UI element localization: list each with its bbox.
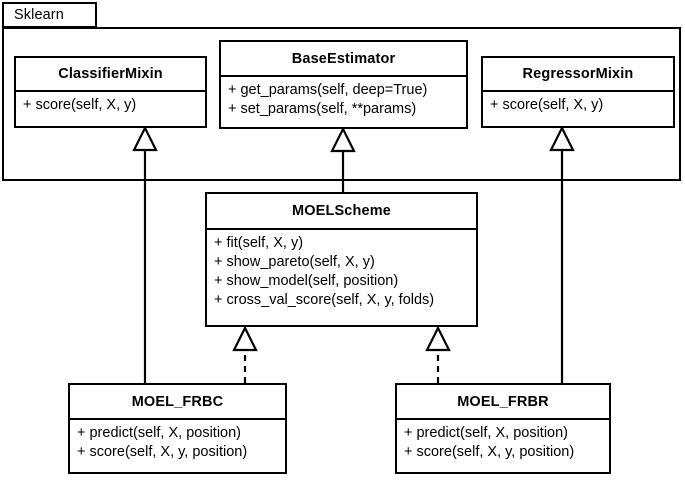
package-name-text: Sklearn <box>14 7 64 23</box>
class-operations-baseestimator: + get_params(self, deep=True) + set_para… <box>221 77 466 123</box>
class-operations-regressormixin: + score(self, X, y) <box>483 92 673 119</box>
class-name-moel-frbr: MOEL_FRBR <box>397 385 609 420</box>
class-name-regressormixin: RegressorMixin <box>483 58 673 92</box>
operation-item: + get_params(self, deep=True) <box>228 82 428 98</box>
class-name-classifiermixin: ClassifierMixin <box>16 58 205 92</box>
class-name-moel-frbc: MOEL_FRBC <box>70 385 285 420</box>
class-box-moel-frbc[interactable]: MOEL_FRBC + predict(self, X, position) +… <box>68 383 287 474</box>
class-operations-classifiermixin: + score(self, X, y) <box>16 92 205 119</box>
class-box-regressormixin[interactable]: RegressorMixin + score(self, X, y) <box>481 56 675 128</box>
class-operations-moel-frbr: + predict(self, X, position) + score(sel… <box>397 420 609 466</box>
operation-item: + cross_val_score(self, X, y, folds) <box>214 292 435 308</box>
edge-moelscheme-moelfrbr <box>425 325 451 383</box>
operation-item: + show_model(self, position) <box>214 273 399 289</box>
operation-item: + predict(self, X, position) <box>404 425 569 441</box>
class-box-baseestimator[interactable]: BaseEstimator + get_params(self, deep=Tr… <box>219 40 468 129</box>
operation-item: + score(self, X, y, position) <box>404 444 575 460</box>
class-box-moelscheme[interactable]: MOELScheme + fit(self, X, y) + show_pare… <box>205 192 478 327</box>
operation-item: + set_params(self, **params) <box>228 101 417 117</box>
class-box-moel-frbr[interactable]: MOEL_FRBR + predict(self, X, position) +… <box>395 383 611 474</box>
class-operations-moel-frbc: + predict(self, X, position) + score(sel… <box>70 420 285 466</box>
operation-item: + score(self, X, y) <box>490 97 604 113</box>
operation-item: + fit(self, X, y) <box>214 235 304 251</box>
edge-moelscheme-moelfrbc <box>232 325 258 383</box>
package-sklearn-frame <box>2 27 681 181</box>
class-name-moelscheme: MOELScheme <box>207 194 476 230</box>
operation-item: + score(self, X, y, position) <box>77 444 248 460</box>
operation-item: + predict(self, X, position) <box>77 425 242 441</box>
class-box-classifiermixin[interactable]: ClassifierMixin + score(self, X, y) <box>14 56 207 128</box>
class-operations-moelscheme: + fit(self, X, y) + show_pareto(self, X,… <box>207 230 476 314</box>
operation-item: + show_pareto(self, X, y) <box>214 254 375 270</box>
package-sklearn-label: Sklearn <box>2 2 97 28</box>
class-name-baseestimator: BaseEstimator <box>221 42 466 77</box>
operation-item: + score(self, X, y) <box>23 97 137 113</box>
